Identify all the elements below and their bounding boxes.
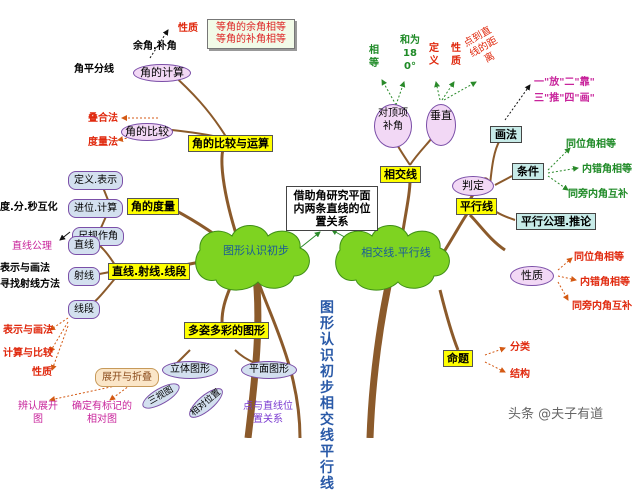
cloud-right bbox=[335, 225, 450, 291]
angle-nature-label: 性质 bbox=[178, 23, 198, 34]
angle-def-node[interactable]: 定义.表示 bbox=[68, 171, 124, 190]
trunk-right bbox=[366, 267, 396, 438]
ray-node[interactable]: 射线 bbox=[68, 267, 100, 286]
parallel-box[interactable]: 平行线 bbox=[456, 198, 497, 215]
draw-rule-1: 一"放"二"靠" bbox=[534, 77, 595, 88]
cond-3-label: 同旁内角互补 bbox=[568, 189, 628, 200]
cloud-left bbox=[195, 225, 310, 291]
perpendicular-node[interactable]: 垂直 bbox=[426, 104, 456, 146]
plane-shape-node[interactable]: 平面图形 bbox=[241, 361, 297, 379]
parallel-nature-node[interactable]: 性质 bbox=[510, 266, 554, 286]
seg-calc-label: 计算与比较 bbox=[3, 348, 53, 359]
segment-node[interactable]: 线段 bbox=[68, 300, 100, 319]
bisector-label: 角平分线 bbox=[74, 64, 114, 75]
ray-find-label: 寻找射线方法 bbox=[0, 279, 60, 290]
nature-3-label: 同旁内角互补 bbox=[572, 301, 632, 312]
center-left-label[interactable]: 图形认识初步 bbox=[223, 244, 289, 257]
nature-1-label: 同位角相等 bbox=[574, 252, 624, 263]
structure-label: 结构 bbox=[510, 369, 530, 380]
lines-box[interactable]: 直线.射线.线段 bbox=[108, 263, 191, 280]
seg-repr-label: 表示与画法 bbox=[3, 325, 53, 336]
unfold-node[interactable]: 展开与折叠 bbox=[95, 368, 159, 387]
ray-repr-label: 表示与画法 bbox=[0, 263, 50, 274]
cond-2-label: 内错角相等 bbox=[582, 164, 632, 175]
seg-nature-label: 性质 bbox=[32, 367, 52, 378]
condition-node[interactable]: 条件 bbox=[512, 163, 544, 180]
cond-1-label: 同位角相等 bbox=[566, 139, 616, 150]
angle-compare-box[interactable]: 角的比较与运算 bbox=[188, 135, 273, 152]
nature-2-label: 内错角相等 bbox=[580, 277, 630, 288]
borrow-angle-box: 借助角研究平面内两条直线的位置关系 bbox=[286, 186, 378, 231]
angle-measure-box[interactable]: 角的度量 bbox=[127, 198, 179, 215]
vertical-title: 图形认识初步相交线平行线 bbox=[320, 300, 334, 492]
line-axiom-label: 直线公理 bbox=[12, 241, 52, 252]
center-right-label[interactable]: 相交线.平行线 bbox=[361, 246, 431, 259]
angle-calc-node[interactable]: 角的计算 bbox=[133, 64, 191, 82]
line-node[interactable]: 直线 bbox=[68, 236, 100, 255]
mind-map: 图形认识初步 相交线.平行线 关系 图形认识初步相交线平行线 角的比较与运算 角… bbox=[0, 19, 632, 492]
measure-method-label: 度量法 bbox=[88, 137, 118, 148]
angle-comparison-node[interactable]: 角的比较 bbox=[121, 123, 173, 141]
trunk-left bbox=[244, 267, 262, 438]
complement-label: 余角.补角 bbox=[133, 41, 177, 52]
intersect-box[interactable]: 相交线 bbox=[380, 166, 421, 183]
vertical-angle-node[interactable]: 对顶项补角 bbox=[374, 104, 412, 148]
draw-rule-2: 三"推"四"画" bbox=[534, 93, 595, 104]
shapes-box[interactable]: 多姿多彩的图形 bbox=[184, 322, 269, 339]
dms-label: 度.分.秒互化 bbox=[0, 202, 58, 213]
draw-method-node[interactable]: 画法 bbox=[490, 126, 522, 143]
equal-label: 相等 bbox=[369, 45, 379, 69]
mark-label: 确定有标记的相对图 bbox=[72, 401, 132, 425]
sum-180-label: 和为180° bbox=[400, 35, 420, 72]
proposition-box[interactable]: 命题 bbox=[443, 350, 473, 367]
overlap-method-label: 叠合法 bbox=[88, 113, 118, 124]
intersect-nature-label: 性质 bbox=[451, 43, 461, 67]
point-line-label: 点与直线位置关系 bbox=[243, 401, 293, 425]
spread-label: 辨认展开图 bbox=[18, 401, 58, 425]
solid-shape-node[interactable]: 立体图形 bbox=[162, 361, 218, 379]
parallel-axiom-node[interactable]: 平行公理.推论 bbox=[516, 213, 597, 230]
angle-unit-node[interactable]: 进位.计算 bbox=[68, 199, 124, 218]
judge-node[interactable]: 判定 bbox=[452, 176, 494, 196]
classify-label: 分类 bbox=[510, 342, 530, 353]
angle-rule-box: 等角的余角相等 等角的补角相等 bbox=[207, 19, 295, 49]
intersect-def-label: 定义 bbox=[429, 43, 439, 67]
watermark: 头条 @夫子有道 bbox=[508, 407, 604, 422]
